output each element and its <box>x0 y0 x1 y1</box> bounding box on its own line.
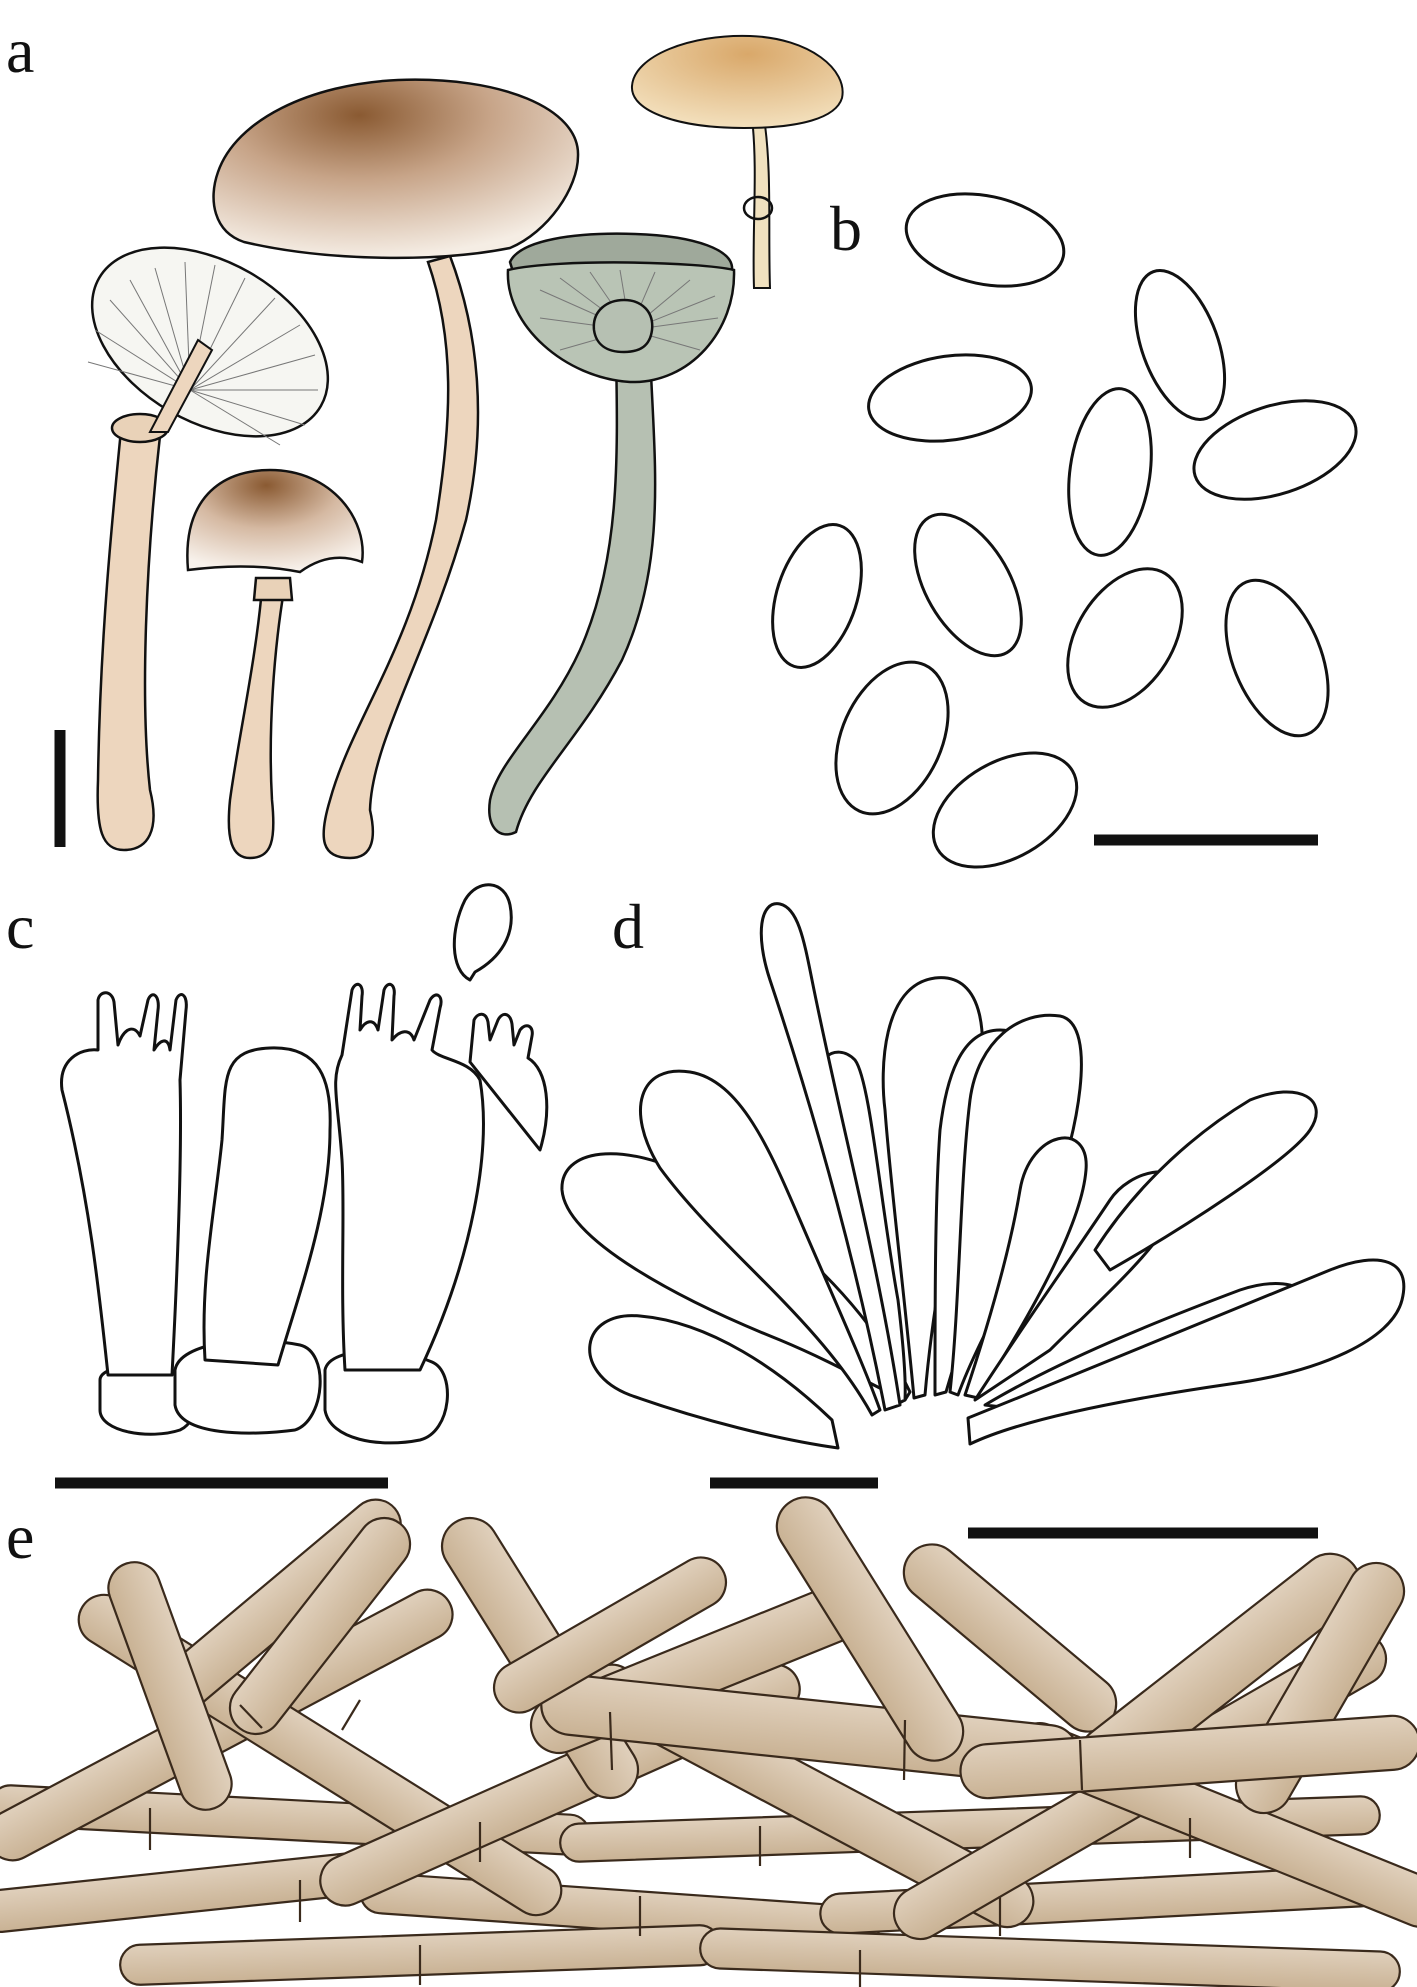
panel-b: b <box>771 192 1358 869</box>
basidiospore <box>1066 567 1184 709</box>
terminal-element <box>775 1496 965 1762</box>
cheilocystidium <box>966 1258 1406 1446</box>
basidiospore <box>834 660 950 816</box>
basidium <box>60 991 188 1377</box>
basidiome-small <box>186 468 364 860</box>
cheilocystidium <box>1093 1090 1318 1272</box>
basidiospore <box>904 192 1066 288</box>
basidiospore <box>1192 399 1358 501</box>
basidium <box>202 1046 332 1367</box>
panel-e: e <box>0 1496 1417 1987</box>
terminal-element <box>228 1516 412 1736</box>
basidiospore <box>867 353 1033 443</box>
cheilocystidium <box>963 1136 1088 1400</box>
cheilocystidium <box>639 1069 882 1417</box>
basidiome-tall <box>212 78 580 860</box>
terminal-element <box>107 1561 233 1811</box>
panel-letter-d: d <box>612 891 644 962</box>
basidiospore <box>931 751 1079 869</box>
basidiospore <box>771 523 863 669</box>
panel-a: a <box>6 15 844 860</box>
panel-letter-b: b <box>830 193 862 264</box>
basidiome-ochre <box>630 34 844 289</box>
basidiospore <box>1067 387 1153 557</box>
basidiome-left <box>87 246 330 852</box>
basidiome-greenish <box>488 232 736 836</box>
panel-letter-a: a <box>6 15 34 86</box>
panel-c: c <box>6 883 549 1489</box>
basidiospore <box>1224 578 1330 738</box>
basidiospore <box>913 512 1023 658</box>
basidium <box>334 982 485 1372</box>
basidiospore <box>1133 269 1227 421</box>
terminal-element <box>959 1714 1417 1800</box>
basidiospore-on-sterigma <box>452 883 513 982</box>
terminal-element <box>492 1556 728 1714</box>
cheilocystidium <box>759 902 902 1412</box>
panel-letter-e: e <box>6 1501 34 1572</box>
panel-letter-c: c <box>6 891 34 962</box>
pileipellis-hypha <box>699 1927 1401 1987</box>
panel-d: d <box>560 891 1406 1489</box>
cheilocystidium <box>588 1314 840 1450</box>
basidium <box>468 1012 549 1152</box>
